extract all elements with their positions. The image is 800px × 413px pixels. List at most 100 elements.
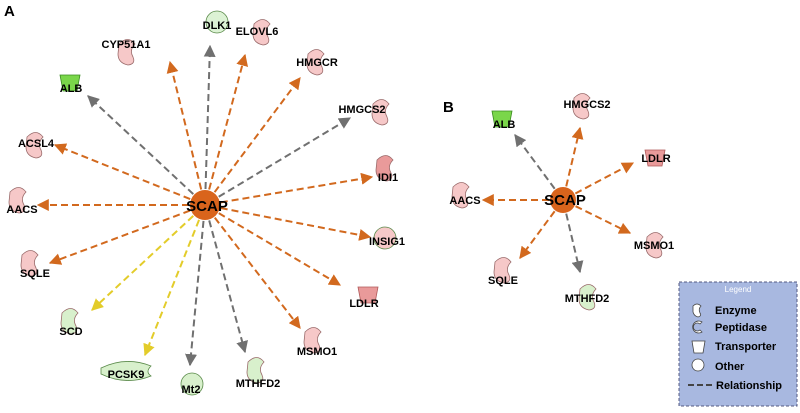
- node-label: INSIG1: [369, 236, 405, 248]
- node-label: IDI1: [378, 172, 398, 184]
- node-mthfd2: MTHFD2: [565, 284, 610, 311]
- node-pcsk9: PCSK9: [100, 361, 152, 381]
- transporter-icon: [357, 286, 379, 304]
- edge-scap-acsl4: [53, 143, 191, 200]
- node-label: AACS: [449, 195, 480, 207]
- edge-scap-msmo1: [575, 205, 632, 234]
- node-acsl4: ACSL4: [18, 132, 55, 159]
- node-ldlr: LDLR: [641, 149, 671, 167]
- edge-scap-dlk1: [203, 44, 216, 190]
- enzyme-icon: [25, 132, 44, 159]
- enzyme-icon: [306, 49, 325, 76]
- transporter-icon: [491, 110, 513, 128]
- peptidase-icon: [692, 320, 703, 334]
- enzyme-icon: [252, 19, 271, 46]
- panel-a-hub: SCAP: [186, 190, 228, 220]
- enzyme-icon: [375, 155, 394, 182]
- edge-scap-elovl6: [208, 53, 249, 190]
- node-mt2: Mt2: [180, 372, 204, 396]
- node-cyp51a1: CYP51A1: [102, 39, 151, 66]
- node-label: AACS: [6, 204, 37, 216]
- edge-scap-sqle: [48, 209, 191, 265]
- enzyme-icon: [8, 187, 27, 214]
- node-label: HMGCS2: [563, 99, 610, 111]
- enzyme-icon: [692, 303, 702, 318]
- node-label: Mt2: [182, 384, 201, 396]
- node-idi1: IDI1: [375, 155, 398, 184]
- node-dlk1: DLK1: [203, 10, 232, 34]
- node-label: DLK1: [203, 20, 232, 32]
- panel-b-edges: [481, 126, 635, 274]
- edge-scap-alb: [87, 95, 194, 195]
- enzyme-icon: [572, 93, 591, 120]
- edge-scap-ldlr: [218, 212, 342, 286]
- panel-b-hub: SCAP: [544, 187, 586, 213]
- edge-scap-mthfd2: [208, 220, 248, 354]
- node-aacs: AACS: [449, 182, 481, 209]
- enzyme-icon: [578, 284, 597, 311]
- node-label: SQLE: [488, 275, 518, 287]
- enzyme-icon: [303, 327, 322, 354]
- node-ldlr: LDLR: [349, 286, 379, 310]
- node-elovl6: ELOVL6: [236, 19, 279, 46]
- node-label: SCD: [59, 326, 82, 338]
- node-hmgcs2: HMGCS2: [563, 93, 611, 120]
- other-icon: [373, 226, 397, 250]
- hub-label-a: SCAP: [186, 198, 228, 215]
- node-label: SQLE: [20, 268, 50, 280]
- node-hmgcs2: HMGCS2: [338, 99, 390, 126]
- node-hmgcr: HMGCR: [296, 49, 338, 76]
- enzyme-icon: [493, 257, 512, 284]
- node-scd: SCD: [59, 308, 83, 338]
- edge-scap-hmgcs2: [565, 126, 584, 187]
- transporter-icon: [59, 74, 81, 92]
- enzyme-icon: [117, 39, 136, 66]
- edge-scap-insig1: [220, 207, 372, 241]
- panel-a-edges: [36, 44, 374, 367]
- panel-a-label: A: [4, 3, 15, 20]
- node-label: MTHFD2: [236, 378, 281, 390]
- node-sqle: SQLE: [20, 250, 50, 280]
- edge-scap-mthfd2: [565, 213, 584, 274]
- other-icon: [205, 10, 229, 34]
- edge-scap-ldlr: [574, 162, 635, 195]
- legend-box: Legend Enzyme Peptidase Transporter Othe…: [678, 281, 798, 407]
- legend-relationship-label: Relationship: [716, 380, 782, 392]
- node-label: ALB: [493, 119, 516, 131]
- peptidase-icon: [100, 361, 152, 381]
- edge-scap-mt2: [185, 220, 205, 367]
- node-alb: ALB: [491, 110, 516, 131]
- legend-other-label: Other: [715, 361, 745, 373]
- node-label: HMGCR: [296, 57, 338, 69]
- edge-scap-msmo1: [213, 217, 301, 329]
- edge-scap-cyp51a1: [166, 60, 203, 190]
- transporter-icon: [644, 149, 666, 167]
- node-insig1: INSIG1: [369, 226, 405, 250]
- node-label: ACSL4: [18, 138, 55, 150]
- node-label: MTHFD2: [565, 293, 610, 305]
- edge-scap-sqle: [519, 210, 556, 259]
- node-mthfd2: MTHFD2: [236, 357, 281, 390]
- node-label: HMGCS2: [338, 104, 385, 116]
- legend-peptidase-label: Peptidase: [715, 322, 767, 334]
- panel-b-label: B: [443, 99, 454, 116]
- node-msmo1: MSMO1: [297, 327, 337, 358]
- enzyme-icon: [246, 357, 265, 384]
- node-label: CYP51A1: [102, 39, 151, 51]
- edge-scap-scd: [91, 215, 194, 311]
- enzyme-icon: [60, 308, 79, 335]
- edge-scap-hmgcr: [213, 77, 301, 193]
- legend-enzyme-label: Enzyme: [715, 305, 757, 317]
- node-label: ELOVL6: [236, 26, 279, 38]
- node-label: MSMO1: [297, 346, 337, 358]
- node-aacs: AACS: [6, 187, 38, 216]
- enzyme-icon: [371, 99, 390, 126]
- enzyme-icon: [20, 250, 39, 277]
- node-label: LDLR: [641, 153, 670, 165]
- other-icon: [691, 358, 705, 372]
- hub-node-scap-a: [190, 190, 220, 220]
